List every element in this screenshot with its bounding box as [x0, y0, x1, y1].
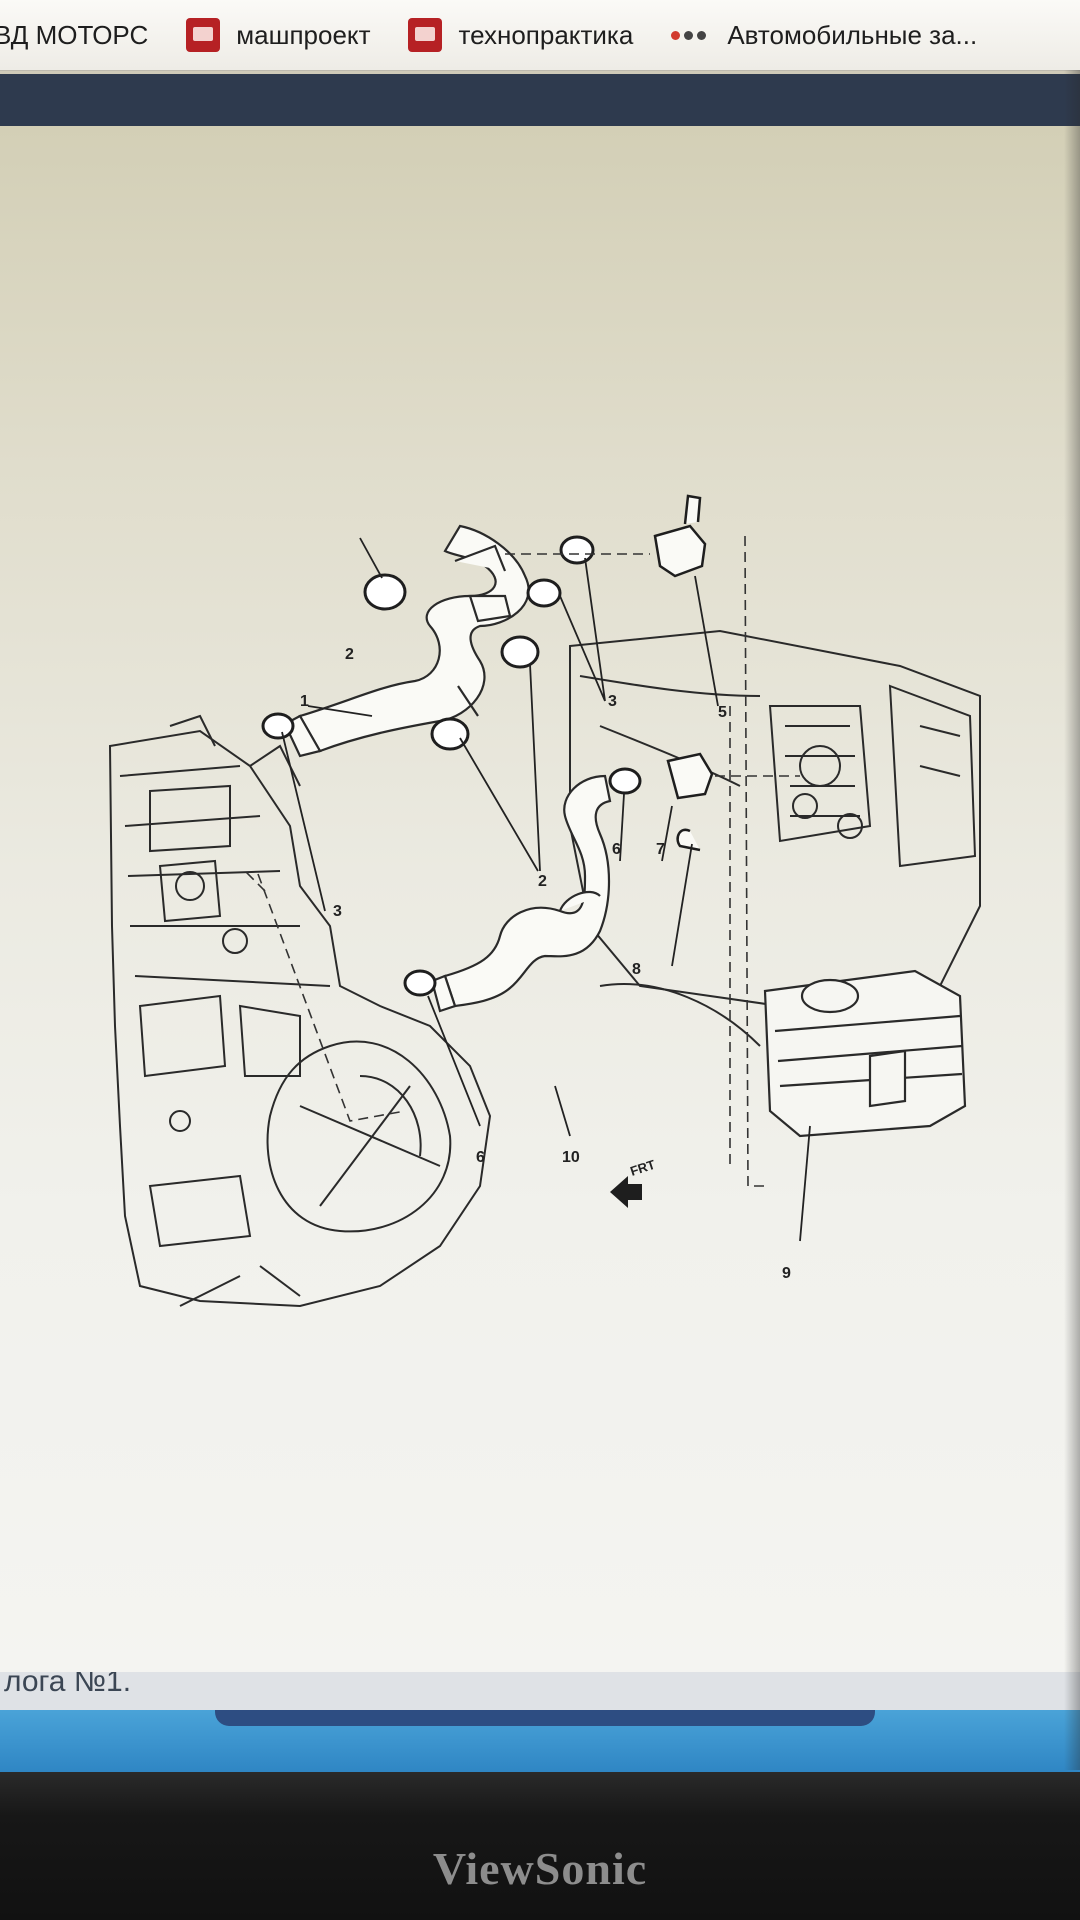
callout-numbers: 1 2 2 3 3 5 6 7 6 8 10 9 [300, 646, 791, 1282]
callout-9: 9 [782, 1265, 791, 1282]
callout-7: 7 [656, 841, 665, 858]
callout-5: 5 [718, 704, 727, 721]
callout-8: 8 [632, 961, 641, 978]
callout-6-lower: 6 [476, 1149, 485, 1166]
engine-block-drawing [108, 714, 492, 1308]
bookmarks-bar: ВД МОТОРС машпроект технопрактика Автомо… [0, 0, 1080, 71]
document-page: 1 2 2 3 3 5 6 7 6 8 10 9 FRT [0, 126, 1080, 1676]
coolant-reservoir-drawing [763, 969, 967, 1138]
bookmark-label: Автомобильные за... [727, 19, 978, 50]
bookmark-avtomobilnye[interactable]: Автомобильные за... [671, 18, 977, 52]
callout-1: 1 [300, 693, 309, 710]
upper-hose-drawing [283, 524, 530, 758]
bookmark-mashproekt[interactable]: машпроект [186, 18, 370, 52]
bookmark-label: ВД МОТОРС [0, 19, 149, 50]
taskbar-window-tab[interactable] [215, 1710, 875, 1726]
cooling-system-diagram: 1 2 2 3 3 5 6 7 6 8 10 9 FRT [108, 494, 981, 1308]
front-direction-arrow-icon: FRT [610, 1157, 657, 1208]
frt-label: FRT [628, 1157, 657, 1179]
caption-text: лога №1. [4, 1672, 132, 1698]
callout-3-left: 3 [333, 903, 342, 920]
callout-6: 6 [612, 841, 621, 858]
callout-2: 2 [345, 646, 354, 663]
lower-hose-drawing [430, 774, 612, 1013]
taskbar [0, 1710, 1080, 1772]
connection-leader-lines [244, 535, 800, 1187]
hose-clamps-drawing [261, 535, 642, 997]
bookmark-label: технопрактика [458, 19, 634, 50]
bookmark-label: машпроект [236, 19, 371, 50]
bookmark-tekhnopraktika[interactable]: технопрактика [408, 18, 633, 52]
monitor-brand-logo: ViewSonic [432, 1843, 648, 1894]
three-dots-icon [671, 18, 711, 52]
quick-connectors-drawing [653, 494, 714, 852]
site-navbar [0, 74, 1080, 126]
callout-3: 3 [608, 693, 617, 710]
page-caption: лога №1. [0, 1672, 1080, 1712]
monitor-bezel [0, 1772, 1080, 1920]
callout-2-lower: 2 [538, 873, 547, 890]
callout-10: 10 [562, 1149, 580, 1166]
screen-edge-shadow [1064, 70, 1080, 1770]
callout-leaders [281, 537, 811, 1242]
app-icon [186, 18, 221, 52]
app-icon [408, 18, 443, 52]
bookmark-vd-motors[interactable]: ВД МОТОРС [0, 20, 148, 51]
